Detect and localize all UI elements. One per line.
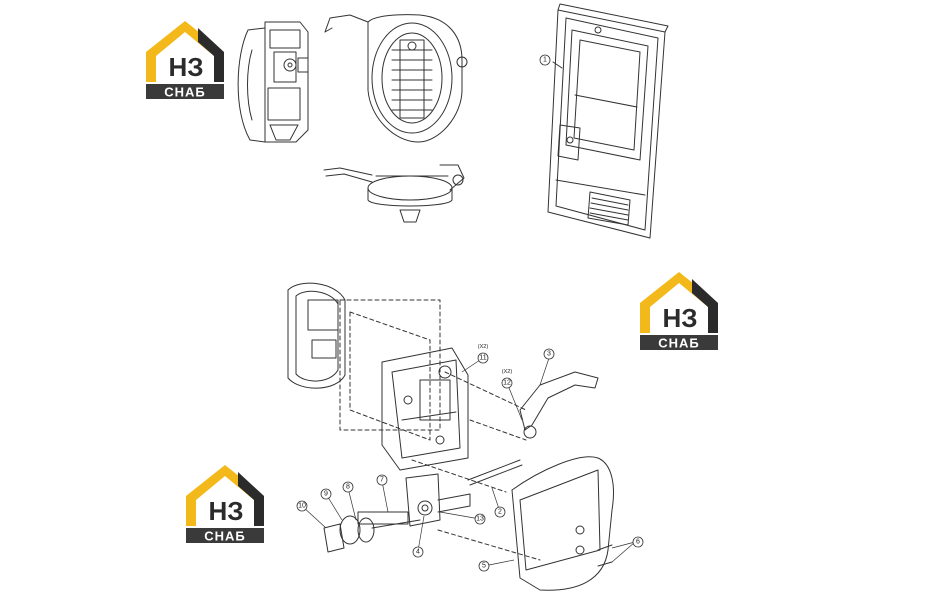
callout-2: 2 [494, 506, 506, 518]
callout-12: 12 [501, 377, 513, 389]
logo-mark: НЗ [168, 52, 203, 82]
callout-label: 3 [547, 351, 551, 358]
callout-13: 13 [474, 513, 486, 525]
handle-bottom-view [323, 164, 465, 223]
logo-mark: НЗ [208, 496, 243, 526]
callout-label: 5 [482, 563, 486, 570]
callout-label: 13 [476, 516, 484, 523]
callout-label: 2 [498, 509, 502, 516]
callout-leaders [301, 357, 636, 567]
callout-label: 7 [380, 477, 384, 484]
callout-8: 8 [342, 481, 354, 493]
callout-label: 8 [346, 484, 350, 491]
cab-door [547, 3, 669, 239]
callout-9: 9 [320, 488, 332, 500]
handle-front-view [324, 14, 468, 143]
callouts: 1 2 3 4 5 6 7 8 9 10 11 12 13 [296, 54, 644, 572]
callout-label: 11 [479, 355, 486, 362]
callout-label: 1 [543, 57, 547, 64]
logo-text: СНАБ [164, 85, 206, 100]
callout-label: 4 [416, 549, 420, 556]
brand-logo: НЗ СНАБ [640, 272, 718, 351]
callout-label: 12 [503, 380, 511, 387]
callout-10: 10 [296, 500, 308, 512]
lock-exploded-view [287, 282, 614, 591]
callout-label: 9 [324, 491, 328, 498]
callout-label: 6 [636, 539, 640, 546]
handle-side-view [237, 21, 309, 143]
callout-3: 3 [543, 348, 555, 360]
callout-6: 6 [632, 536, 644, 548]
callout-11: 11 [477, 352, 489, 364]
callout-label: 10 [298, 503, 306, 510]
quantity-label: (X2) [478, 344, 489, 350]
callout-5: 5 [478, 560, 490, 572]
logo-mark: НЗ [662, 303, 697, 333]
callout-4: 4 [412, 546, 424, 558]
leader-line [552, 61, 563, 69]
logo-text: СНАБ [204, 529, 246, 544]
callout-1: 1 [539, 54, 551, 66]
logo-text: СНАБ [658, 336, 700, 351]
brand-logo: НЗ СНАБ [186, 465, 264, 544]
quantity-label: (X2) [502, 369, 513, 375]
callout-7: 7 [376, 474, 388, 486]
brand-logo: НЗ СНАБ [146, 21, 224, 100]
